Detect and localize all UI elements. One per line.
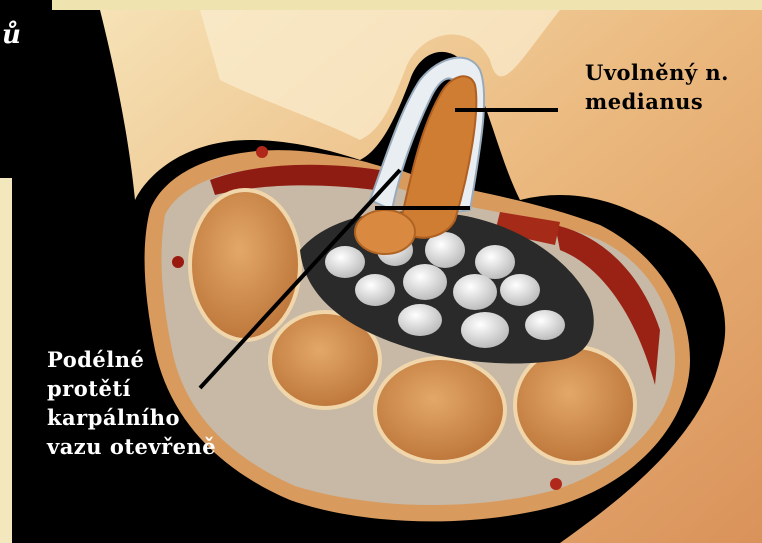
red-spot-2 bbox=[256, 146, 268, 158]
label-median-nerve: Uvolněný n. medianus bbox=[585, 58, 729, 116]
corner-glyph: ů bbox=[2, 20, 21, 50]
label-line: vazu otevřeně bbox=[47, 432, 216, 461]
red-spot-1 bbox=[172, 256, 184, 268]
label-line: medianus bbox=[585, 87, 729, 116]
label-line: karpálního bbox=[47, 403, 216, 432]
label-ligament-cut: Podélné protětí karpálního vazu otevřeně bbox=[47, 345, 216, 461]
red-spot-3 bbox=[550, 478, 562, 490]
label-line: Podélné bbox=[47, 345, 216, 374]
bone-left bbox=[190, 190, 300, 340]
nerve-end bbox=[355, 210, 415, 254]
top-panel bbox=[52, 0, 762, 10]
bone-bottom-mid bbox=[375, 358, 505, 462]
label-line: protětí bbox=[47, 374, 216, 403]
bone-bottom-right bbox=[515, 347, 635, 463]
left-panel bbox=[0, 178, 12, 543]
label-line: Uvolněný n. bbox=[585, 58, 729, 87]
